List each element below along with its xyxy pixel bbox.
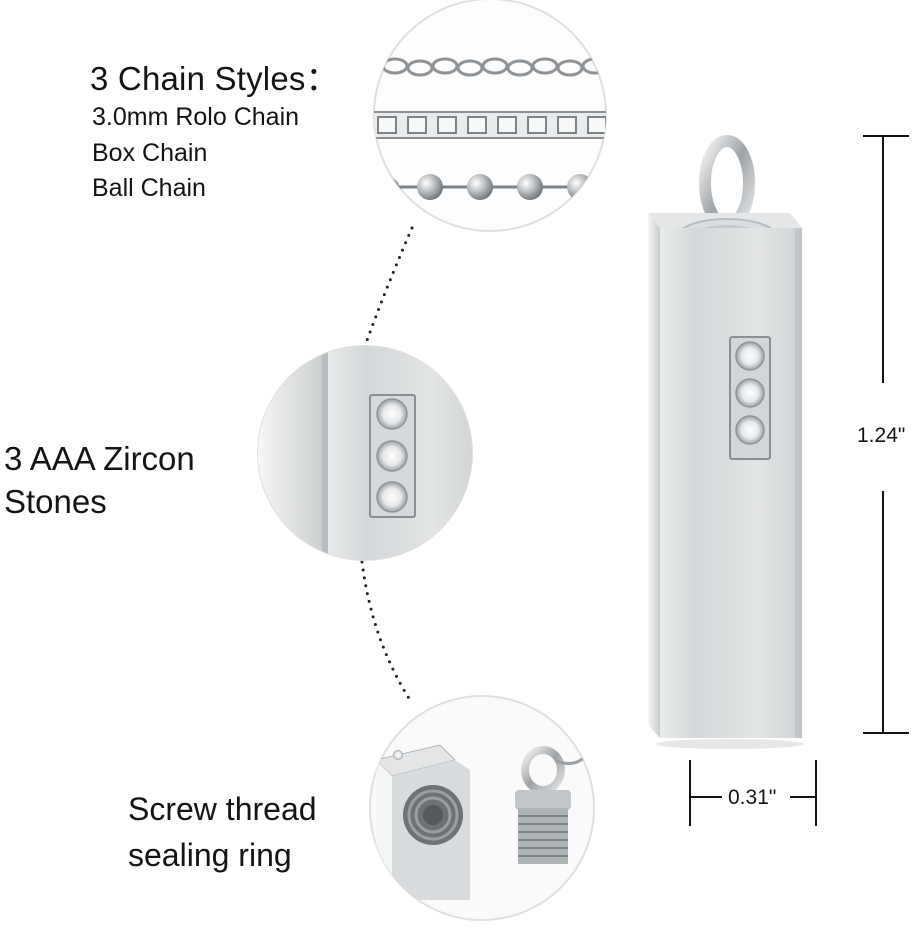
chain-style-rolo: 3.0mm Rolo Chain (92, 103, 300, 131)
screw-thread-magnifier (369, 695, 595, 921)
zircon-label-line1: 3 AAA Zircon (4, 440, 195, 477)
width-dimension-marker (689, 760, 817, 826)
height-dimension-marker (863, 135, 909, 734)
screw-label-line2: sealing ring (128, 837, 292, 873)
zircon-magnifier (257, 345, 473, 561)
zircon-label-line2: Stones (4, 483, 107, 520)
height-dimension-label: 1.24" (857, 424, 906, 447)
chain-style-box: Box Chain (92, 139, 208, 167)
chain-styles-heading: 3 Chain Styles： (90, 60, 339, 97)
dotted-connector-top (363, 226, 414, 348)
bail-ring (699, 135, 755, 231)
chain-style-ball: Ball Chain (92, 174, 206, 202)
box-chain-sample (374, 111, 606, 139)
screw-label-line1: Screw thread (128, 791, 317, 827)
width-dimension-label: 0.31" (728, 786, 777, 809)
rolo-chain-sample (381, 57, 606, 77)
pendant (648, 135, 804, 749)
dotted-connector-bottom (360, 560, 412, 702)
screw-label: Screw thread sealing ring (128, 786, 317, 878)
chain-styles-magnifier (373, 0, 607, 232)
zircon-label: 3 AAA Zircon Stones (4, 437, 195, 523)
